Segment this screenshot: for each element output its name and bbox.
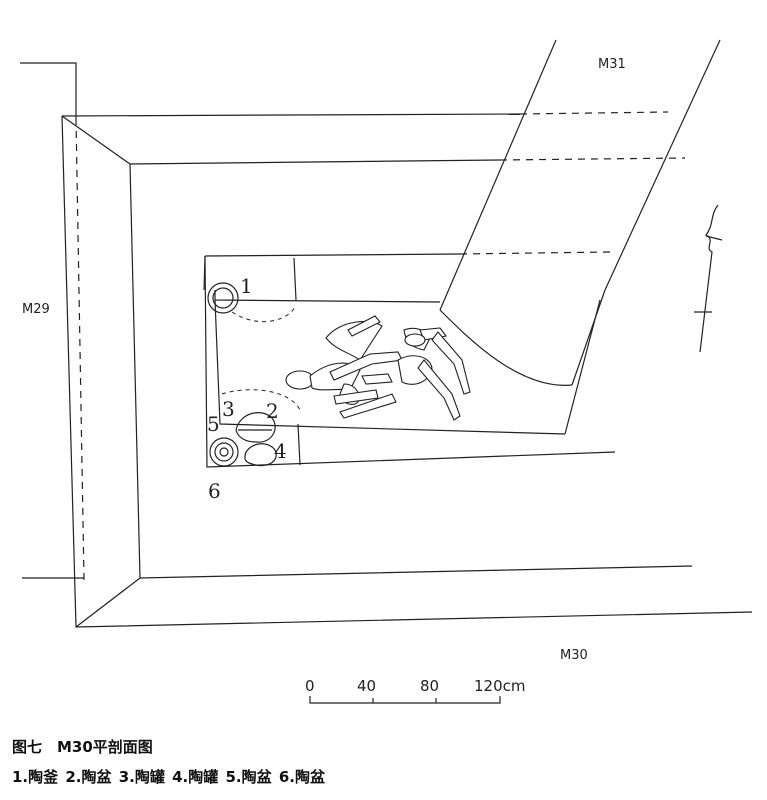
scale-tick-0: 0 xyxy=(305,677,315,695)
item-2-basin xyxy=(235,412,276,443)
legend-item-1: 1.陶釜 xyxy=(12,768,59,786)
tomb-m31-outline xyxy=(439,39,721,386)
scale-bar: 0 40 80 120cm xyxy=(305,677,526,704)
legend-item-5: 5.陶盆 xyxy=(225,768,272,786)
item-4-jar xyxy=(244,443,277,467)
figure-legend: 1.陶釜 2.陶盆 3.陶罐 4.陶罐 5.陶盆 6.陶盆 xyxy=(12,766,327,787)
legend-item-2: 2.陶盆 xyxy=(65,768,112,786)
item-number-4: 4 xyxy=(274,439,287,463)
item-1-pot-rim xyxy=(212,287,234,309)
label-m29: M29 xyxy=(22,302,50,317)
legend-item-3: 3.陶罐 xyxy=(118,768,165,786)
item-number-5: 5 xyxy=(207,412,220,436)
scale-tick-120: 120cm xyxy=(474,677,526,695)
figure-title: 图七 M30平剖面图 xyxy=(12,738,153,756)
item-6-basin-base xyxy=(219,447,229,457)
item-6-basin-rim xyxy=(214,442,234,462)
label-m30: M30 xyxy=(560,648,588,663)
tomb-m30-pit xyxy=(61,111,753,628)
item-number-1: 1 xyxy=(240,274,253,298)
scale-tick-80: 80 xyxy=(420,677,439,695)
fragment-marks xyxy=(694,204,723,353)
item-number-2: 2 xyxy=(266,399,279,423)
skeleton xyxy=(285,315,471,421)
item-number-6: 6 xyxy=(208,479,221,503)
legend-item-4: 4.陶罐 xyxy=(172,768,219,786)
burial-chamber xyxy=(203,251,616,468)
item-6-basin xyxy=(209,437,239,467)
tomb-m29-outline xyxy=(20,62,85,581)
item-1-pot xyxy=(207,282,239,314)
scale-tick-40: 40 xyxy=(357,677,376,695)
legend-item-6: 6.陶盆 xyxy=(278,768,326,786)
item-number-3: 3 xyxy=(222,397,235,421)
label-m31: M31 xyxy=(598,57,626,72)
grave-goods xyxy=(207,282,277,467)
